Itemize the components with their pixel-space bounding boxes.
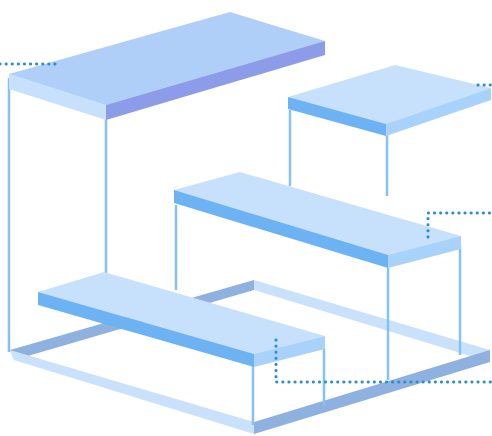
floor-frame-front-right-edge bbox=[254, 350, 490, 434]
shelf-top-right bbox=[288, 65, 491, 136]
shelf-top-left-top-face bbox=[9, 12, 325, 105]
shelf-top-left-front-face bbox=[9, 74, 106, 120]
floor-frame-back-right-edge bbox=[254, 280, 490, 362]
shelf-bottom-front-face bbox=[38, 292, 254, 367]
shelf-top-left bbox=[9, 12, 325, 120]
shelf-middle-top-face bbox=[174, 172, 461, 255]
leader-lines bbox=[0, 62, 492, 384]
shelf-middle-side-face bbox=[388, 236, 461, 268]
floor-frame-front-left-edge bbox=[10, 350, 254, 434]
shelf-top-left-side-face bbox=[106, 41, 325, 120]
shelf-bottom-side-face bbox=[254, 336, 325, 367]
shelf-bottom bbox=[38, 272, 325, 367]
leader-line-bottom bbox=[274, 338, 492, 384]
shelf-bottom-top-face bbox=[38, 272, 325, 354]
shelf-top-right-front-face bbox=[288, 97, 386, 136]
shelf-middle-front-face bbox=[174, 190, 388, 268]
shelf-middle bbox=[174, 172, 461, 268]
leader-line-middle bbox=[426, 211, 492, 239]
shelf-top-right-top-face bbox=[288, 65, 491, 124]
shelf-top-right-side-face bbox=[386, 88, 491, 136]
